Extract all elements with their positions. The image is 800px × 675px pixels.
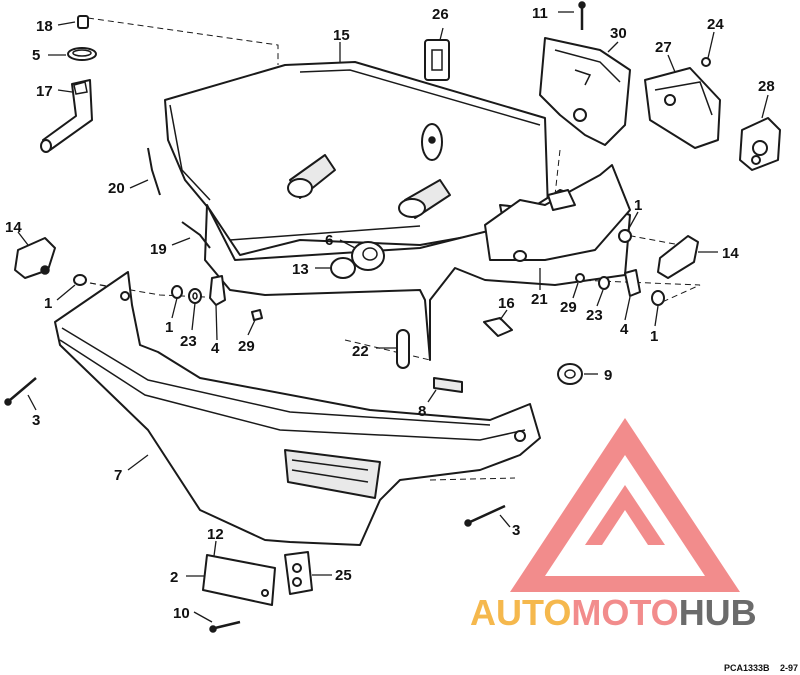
callout-8: 8 (418, 403, 426, 420)
part-10-screw (209, 620, 241, 633)
part-26-grommet (424, 39, 450, 81)
part-29-screw-right (575, 273, 585, 283)
callout-4-right: 4 (620, 321, 629, 338)
part-16-pad (483, 317, 513, 337)
figure-code: PCA1333B (724, 663, 770, 673)
part-9-grommet (557, 363, 583, 385)
part-29-screw-left (251, 309, 263, 321)
callout-25: 25 (335, 567, 352, 584)
figure-date: 2-97 (780, 663, 798, 673)
part-4-latch-right (624, 269, 641, 297)
part-6-grommet (351, 241, 385, 271)
part-4-latch-left (209, 275, 226, 306)
part-24-screw (701, 57, 711, 67)
callout-3-left: 3 (32, 412, 40, 429)
part-23-washer-right (598, 276, 610, 290)
callout-1-far-right: 1 (650, 328, 658, 345)
callout-6: 6 (325, 232, 333, 249)
callout-17: 17 (36, 83, 53, 100)
callout-18: 18 (36, 18, 53, 35)
part-20-seal (147, 147, 161, 196)
part-28-bracket (739, 117, 781, 171)
callout-16: 16 (498, 295, 515, 312)
callout-29-left: 29 (238, 338, 255, 355)
part-3-screw-left (4, 377, 37, 406)
part-3-screw-right (464, 504, 506, 527)
part-23-washer-left (188, 288, 202, 304)
part-27-bracket (644, 67, 721, 149)
part-25-clip (284, 551, 313, 595)
callout-23-right: 23 (586, 307, 603, 324)
callout-26: 26 (432, 6, 449, 23)
callout-21: 21 (531, 291, 548, 308)
callout-14-right: 14 (722, 245, 739, 262)
callout-10: 10 (173, 605, 190, 622)
part-18-plug (77, 15, 89, 29)
callout-12: 12 (207, 526, 224, 543)
part-1-bushing-mid (171, 285, 183, 299)
callout-24: 24 (707, 16, 724, 33)
callout-2: 2 (170, 569, 178, 586)
callout-1-mid: 1 (165, 319, 173, 336)
callout-28: 28 (758, 78, 775, 95)
part-19-seal (181, 221, 211, 249)
callout-9: 9 (604, 367, 612, 384)
callout-labels: 18 5 17 20 14 1 19 26 15 11 30 27 24 28 … (5, 5, 775, 622)
part-14-bracket-right (657, 235, 699, 279)
callout-22: 22 (352, 343, 369, 360)
callout-7: 7 (114, 467, 122, 484)
callout-5: 5 (32, 47, 40, 64)
callout-27: 27 (655, 39, 672, 56)
part-11-screw (578, 1, 586, 30)
callout-3-right: 3 (512, 522, 520, 539)
callout-1-left: 1 (44, 295, 52, 312)
callout-15: 15 (333, 27, 350, 44)
part-13-plug (330, 257, 356, 279)
part-22-seal (396, 329, 410, 369)
upper-cowl-part-15 (164, 61, 631, 361)
callout-29-right: 29 (560, 299, 577, 316)
part-1-bushing-far-right (651, 290, 665, 306)
callout-14-left: 14 (5, 219, 22, 236)
watermark-text: AUTOMOTOHUB (470, 592, 757, 633)
part-1-bushing-left (73, 274, 87, 286)
watermark-logo: AUTOMOTOHUB (470, 418, 757, 633)
lower-cowl-part-7 (54, 271, 541, 546)
callout-1-right: 1 (634, 197, 642, 214)
part-17-hose (40, 79, 93, 153)
part-1-bushing-right (618, 229, 632, 243)
callout-11: 11 (532, 5, 548, 22)
part-14-bracket-left (14, 237, 56, 279)
callout-4-left: 4 (211, 340, 220, 357)
part-30-bracket (539, 37, 631, 146)
leader-lines (17, 11, 769, 623)
callout-20: 20 (108, 180, 125, 197)
callout-19: 19 (150, 241, 167, 258)
part-5-clamp (67, 47, 97, 61)
callout-23-left: 23 (180, 333, 197, 350)
callout-30: 30 (610, 25, 627, 42)
part-12-plate (202, 554, 276, 606)
part-8-pad (433, 377, 463, 393)
callout-13: 13 (292, 261, 309, 278)
